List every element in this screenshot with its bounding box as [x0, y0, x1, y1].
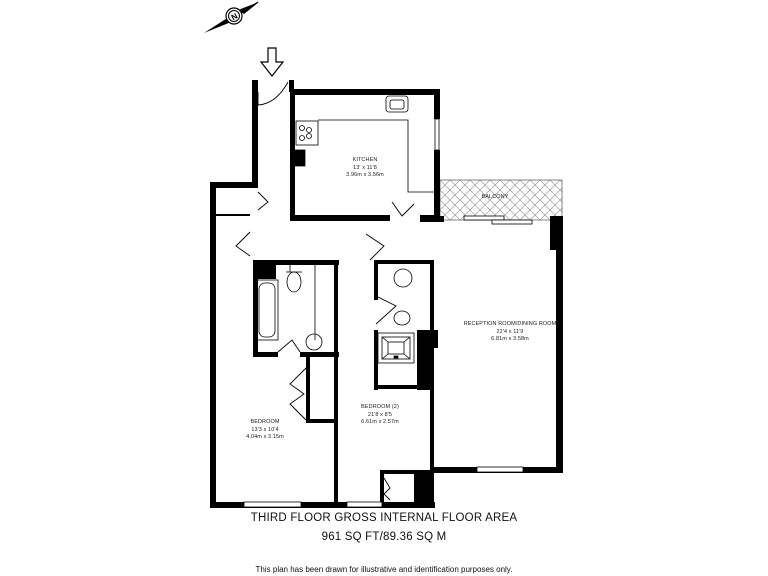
kitchen-imperial: 13' x 11'8: [353, 164, 377, 171]
disclaimer: This plan has been drawn for illustrativ…: [255, 565, 513, 574]
floor-area-value: 961 SQ FT/89.36 SQ M: [321, 531, 447, 543]
kitchen-metric: 3.96m x 3.56m: [346, 172, 384, 178]
doors: [235, 81, 415, 501]
walls: [210, 80, 563, 508]
room-label-bedroom: BEDROOM 13'3 x 10'4 4.04m x 3.15m: [240, 419, 290, 442]
bedroom2-metric: 6.61m x 2.57m: [361, 419, 399, 425]
bedroom-imperial: 13'3 x 10'4: [251, 426, 279, 433]
north-compass-icon: N: [204, 1, 259, 33]
reception-name: RECEPTION ROOM/DINING ROOM: [463, 321, 557, 327]
kitchen-fixtures: [290, 95, 436, 193]
room-label-kitchen: KITCHEN 13' x 11'8 3.96m x 3.56m: [320, 157, 410, 180]
reception-metric: 6.81m x 3.58m: [491, 336, 529, 342]
windows: [243, 118, 533, 508]
floor-area-title: THIRD FLOOR GROSS INTERNAL FLOOR AREA: [250, 512, 518, 524]
bathroom-fixtures: [255, 265, 415, 364]
bedroom2-name: BEDROOM (2): [361, 404, 399, 410]
svg-text:N: N: [230, 11, 240, 22]
room-label-bedroom-2: BEDROOM (2) 21'8 x 8'5 6.61m x 2.57m: [355, 404, 405, 427]
entrance-arrow-icon: [259, 47, 285, 77]
bedroom-metric: 4.04m x 3.15m: [246, 434, 284, 440]
kitchen-name: KITCHEN: [352, 157, 378, 163]
room-label-reception: RECEPTION ROOM/DINING ROOM 22'4 x 11'9 6…: [440, 321, 580, 344]
balcony-name: BALCONY: [481, 194, 509, 200]
bedroom2-imperial: 21'8 x 8'5: [367, 411, 393, 418]
bedroom-name: BEDROOM: [250, 419, 280, 425]
reception-imperial: 22'4 x 11'9: [496, 328, 524, 335]
room-label-balcony: BALCONY: [470, 194, 520, 202]
